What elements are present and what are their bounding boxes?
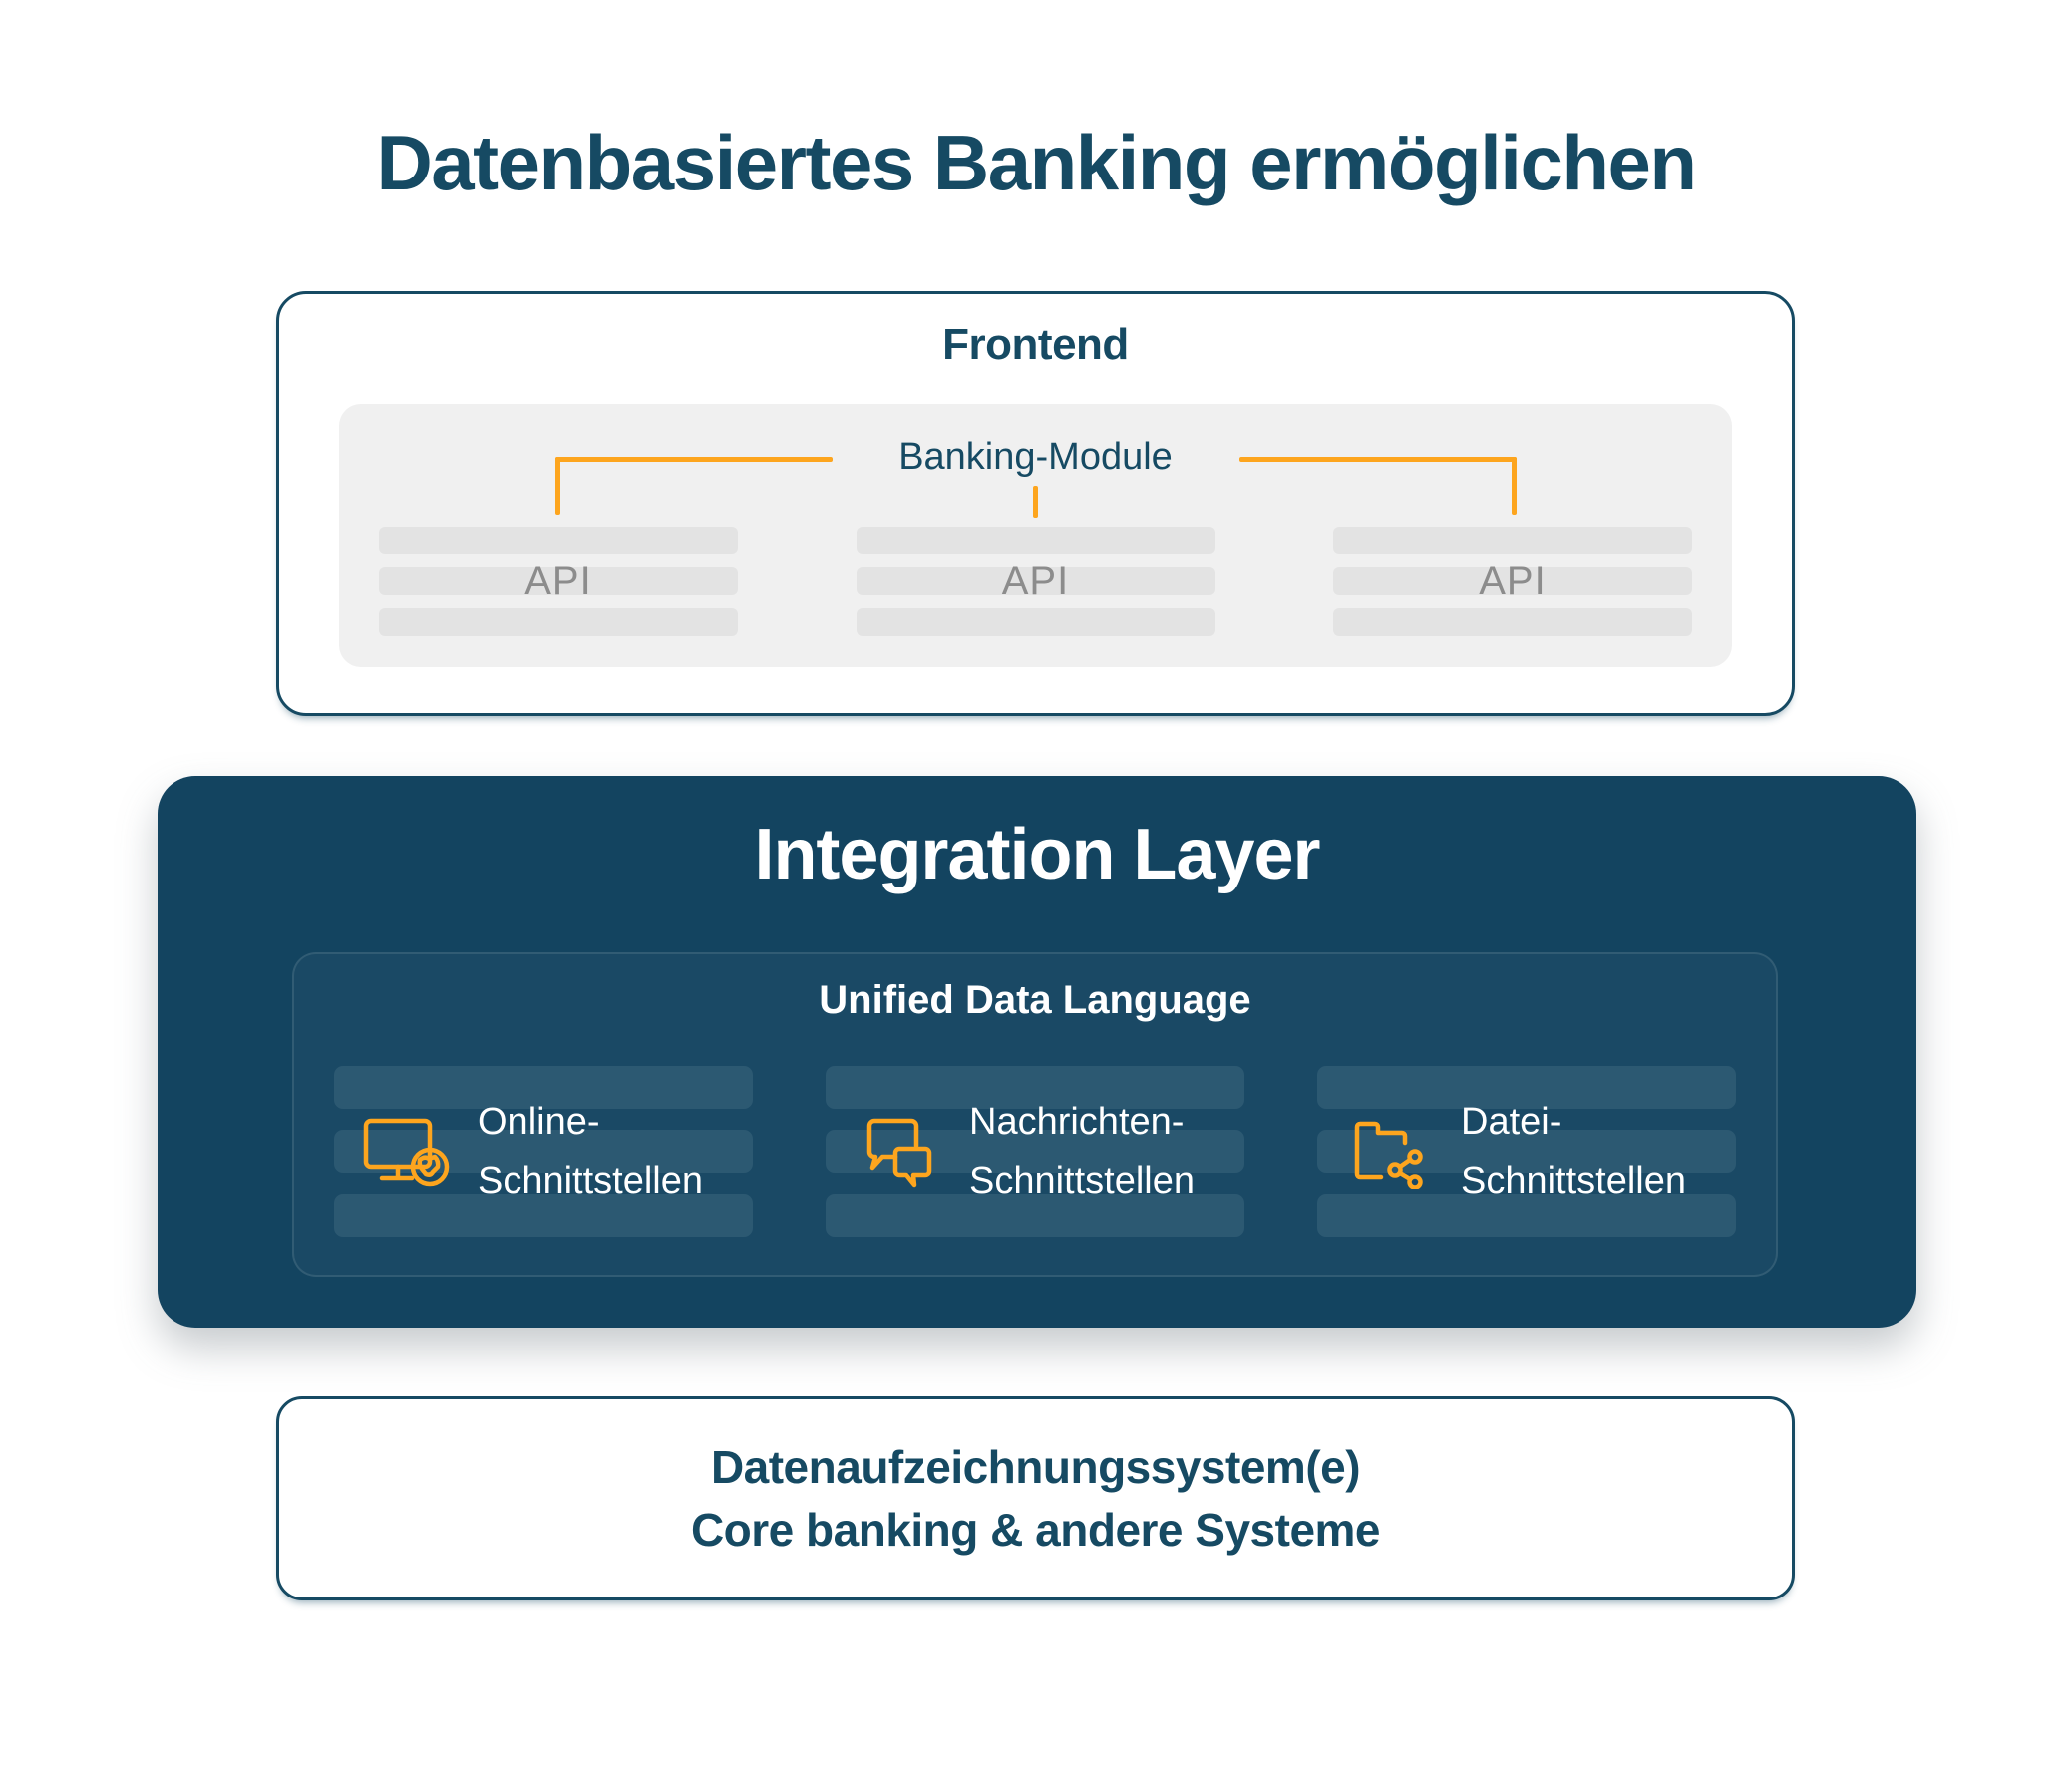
api-column-2: API [856,527,1215,636]
api-label: API [1001,558,1070,603]
api-label-overlay: API [857,527,1215,636]
api-label-overlay: API [379,527,738,636]
unified-data-language-panel: Unified Data Language [292,952,1778,1277]
card-content: Nachrichten- Schnittstellen [826,1066,1244,1237]
interface-card-online: Online- Schnittstellen [334,1066,753,1237]
skeleton-bar [826,1066,1244,1109]
backend-line-2: Core banking & andere Systeme [690,1503,1381,1556]
frontend-section: Frontend Banking-Module API [276,291,1795,716]
connector-left-vertical [555,457,560,515]
interface-card-line1: Nachrichten- [969,1100,1185,1143]
connector-center-vertical [1033,486,1038,518]
skeleton-bar [856,608,1215,636]
integration-layer-section: Integration Layer Unified Data Language [158,776,1916,1328]
interface-card-line1: Datei- [1461,1100,1562,1143]
connector-right-horizontal [1239,457,1517,462]
skeleton-bar [1317,1066,1736,1109]
unified-data-language-heading: Unified Data Language [819,978,1251,1022]
page-title: Datenbasiertes Banking ermöglichen [376,119,1697,206]
backend-section: Datenaufzeichnungssystem(e) Core banking… [276,1396,1795,1600]
skeleton-bar [379,527,738,554]
interface-card-line1: Online- [478,1100,600,1143]
api-label: API [1479,558,1547,603]
monitor-globe-icon [360,1117,456,1187]
skeleton-bar [1333,608,1692,636]
skeleton-bar [334,1194,753,1237]
skeleton-bar [826,1194,1244,1237]
api-column-3: API [1333,527,1692,636]
card-content: Datei- Schnittstellen [1317,1066,1736,1237]
interface-cards: Online- Schnittstellen [334,1066,1736,1237]
interface-card-datei: Datei- Schnittstellen [1317,1066,1736,1237]
interface-card-line2: Schnittstellen [969,1159,1196,1202]
skeleton-bar [1333,527,1692,554]
folder-share-icon [1343,1115,1439,1189]
connector-left-horizontal [555,457,833,462]
skeleton-bar [1333,567,1692,595]
api-label-overlay: API [1333,527,1692,636]
integration-layer-heading: Integration Layer [754,815,1320,894]
interface-card-label: Datei- Schnittstellen [1461,1093,1686,1211]
api-columns: API API API [379,527,1692,636]
skeleton-bar [856,567,1215,595]
api-column-1: API [379,527,738,636]
skeleton-bar [379,567,738,595]
card-content: Online- Schnittstellen [334,1066,753,1237]
skeleton-bar [334,1066,753,1109]
skeleton-bar [1317,1194,1736,1237]
chat-bubbles-icon [852,1113,947,1191]
api-label: API [524,558,592,603]
interface-card-nachrichten: Nachrichten- Schnittstellen [826,1066,1244,1237]
banking-module-label: Banking-Module [898,436,1173,478]
backend-line-1: Datenaufzeichnungssystem(e) [710,1441,1361,1494]
interface-card-label: Nachrichten- Schnittstellen [969,1093,1195,1211]
frontend-heading: Frontend [942,320,1129,369]
connector-right-vertical [1512,457,1517,515]
banking-module-panel: Banking-Module API [339,404,1732,667]
interface-card-line2: Schnittstellen [478,1159,704,1202]
interface-card-label: Online- Schnittstellen [478,1093,703,1211]
skeleton-bar [1317,1130,1736,1173]
interface-card-line2: Schnittstellen [1461,1159,1687,1202]
skeleton-bar [379,608,738,636]
skeleton-bar [856,527,1215,554]
